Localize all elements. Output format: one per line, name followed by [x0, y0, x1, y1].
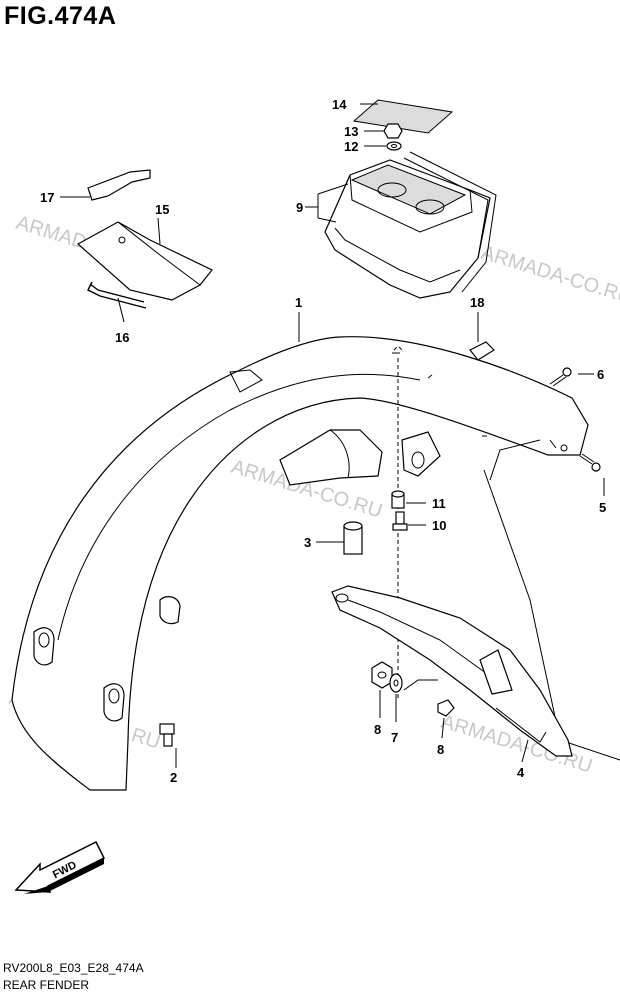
label-plate-part	[352, 99, 454, 134]
callout-8a: 8	[374, 722, 381, 737]
flange-nut-8-part	[371, 661, 393, 689]
clip-nut-8-part	[437, 699, 455, 717]
callout-9: 9	[296, 200, 303, 215]
spacer-part	[343, 521, 363, 555]
callout-3: 3	[304, 535, 311, 550]
callout-4: 4	[517, 765, 525, 780]
callout-18: 18	[470, 295, 484, 310]
collar-part	[391, 490, 405, 509]
tool-bag-part	[76, 221, 213, 301]
callout-12: 12	[344, 139, 358, 154]
callout-1: 1	[295, 295, 302, 310]
washer-7-part	[389, 673, 403, 693]
callout-11: 11	[432, 496, 446, 511]
callout-13: 13	[344, 124, 358, 139]
bolt-2-part	[159, 723, 175, 747]
callouts: 14 13 12 9 17 15 16 1 18 6 5 11 10 3 2 8…	[40, 97, 606, 785]
callout-10: 10	[432, 518, 446, 533]
figure-name: REAR FENDER	[3, 978, 90, 992]
screw-5-part	[579, 453, 601, 472]
bolt-10-part	[392, 511, 408, 531]
callout-8b: 8	[437, 742, 444, 757]
mudguard-part	[331, 585, 573, 757]
nut-part	[383, 123, 403, 139]
callout-17: 17	[40, 190, 54, 205]
figure-code: RV200L8_E03_E28_474A	[3, 961, 144, 975]
leader-lines	[60, 103, 605, 768]
callout-2: 2	[170, 770, 177, 785]
screw-6-part	[549, 367, 572, 387]
watermark-2: ARMADA-CO.RU	[479, 242, 620, 309]
callout-14: 14	[332, 97, 347, 112]
callout-6: 6	[597, 367, 604, 382]
strap-part	[87, 169, 151, 201]
callout-5: 5	[599, 500, 606, 515]
grommet-part	[469, 341, 495, 361]
tool-tray-part	[324, 151, 497, 299]
figure-title: FIG.474A	[4, 2, 117, 30]
callout-7: 7	[391, 730, 398, 745]
callout-15: 15	[155, 202, 169, 217]
callout-16: 16	[115, 330, 129, 345]
rear-fender-part	[11, 336, 620, 791]
washer-part	[386, 141, 402, 151]
forward-arrow-icon: FWD	[14, 840, 106, 894]
hex-wrench-part	[87, 281, 147, 309]
